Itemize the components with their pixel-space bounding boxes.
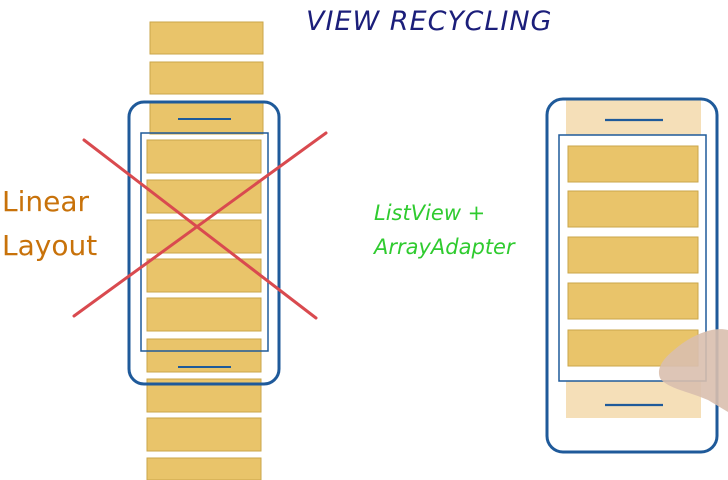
linear-item bbox=[146, 417, 262, 452]
linear-item bbox=[146, 179, 262, 214]
listview-label-line2: ArrayAdapter bbox=[374, 235, 515, 259]
linear-item bbox=[149, 21, 264, 55]
linear-item bbox=[146, 139, 262, 174]
diagram-title: VIEW RECYCLING bbox=[306, 6, 553, 37]
hand-shape bbox=[658, 329, 728, 412]
linear-layout-label: Linear Layout bbox=[2, 180, 97, 268]
listview-item bbox=[567, 236, 699, 274]
listview-label-line1: ListView + bbox=[374, 201, 486, 225]
linear-item bbox=[149, 61, 264, 95]
linear-layout-label-line1: Linear bbox=[2, 185, 90, 218]
left-phone-body bbox=[127, 100, 281, 386]
listview-item bbox=[567, 282, 699, 320]
listview-label: ListView + ArrayAdapter bbox=[374, 196, 515, 264]
right-phone-screen bbox=[558, 134, 707, 382]
linear-item bbox=[146, 297, 262, 332]
linear-item bbox=[146, 457, 262, 480]
right-phone-body bbox=[545, 97, 719, 454]
listview-item bbox=[567, 190, 699, 228]
linear-item bbox=[146, 258, 262, 293]
linear-layout-label-line2: Layout bbox=[2, 229, 98, 262]
left-phone bbox=[127, 100, 281, 386]
left-phone-screen bbox=[140, 132, 269, 352]
right-top-faded-item bbox=[566, 99, 701, 135]
right-phone bbox=[545, 97, 728, 454]
listview-items bbox=[567, 145, 699, 367]
listview-item bbox=[567, 145, 699, 183]
linear-item bbox=[146, 219, 262, 254]
linear-layout-column bbox=[146, 21, 264, 480]
cross-out-mark bbox=[72, 131, 328, 320]
